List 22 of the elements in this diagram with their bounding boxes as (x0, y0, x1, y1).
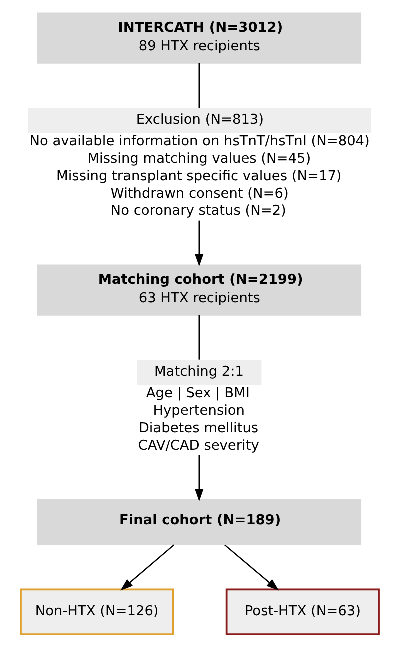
node-box: Matching cohort (N=2199) 63 HTX recipients (37, 264, 362, 316)
node-label: Withdrawn consent (N=6) (110, 186, 289, 202)
node-box: INTERCATH (N=3012) 89 HTX recipients (37, 12, 362, 64)
node-label: Missing transplant specific values (N=17) (56, 168, 342, 184)
node-label: No coronary status (N=2) (110, 203, 286, 220)
arrow (195, 455, 204, 502)
node-box: Exclusion (N=813) (28, 108, 372, 134)
connector (198, 315, 200, 360)
node-label: Hypertension (153, 402, 246, 419)
node-box: Non-HTX (N=126) (20, 588, 174, 636)
node-box: Final cohort (N=189) (37, 499, 362, 546)
arrow (195, 220, 204, 267)
arrow (120, 544, 174, 591)
node-label: Missing matching values (N=45) (88, 150, 312, 167)
node-label: CAV/CAD severity (138, 438, 260, 454)
connector (198, 63, 200, 108)
node-label: Diabetes mellitus (138, 420, 259, 436)
node-label: No available information on hsTnT/hsTnI (N=804) (30, 133, 370, 150)
arrow (224, 544, 280, 591)
node-box: Post-HTX (N=63) (226, 588, 380, 636)
node-label: Age | Sex | BMI (146, 385, 250, 402)
node-box: Matching 2:1 (137, 360, 262, 386)
